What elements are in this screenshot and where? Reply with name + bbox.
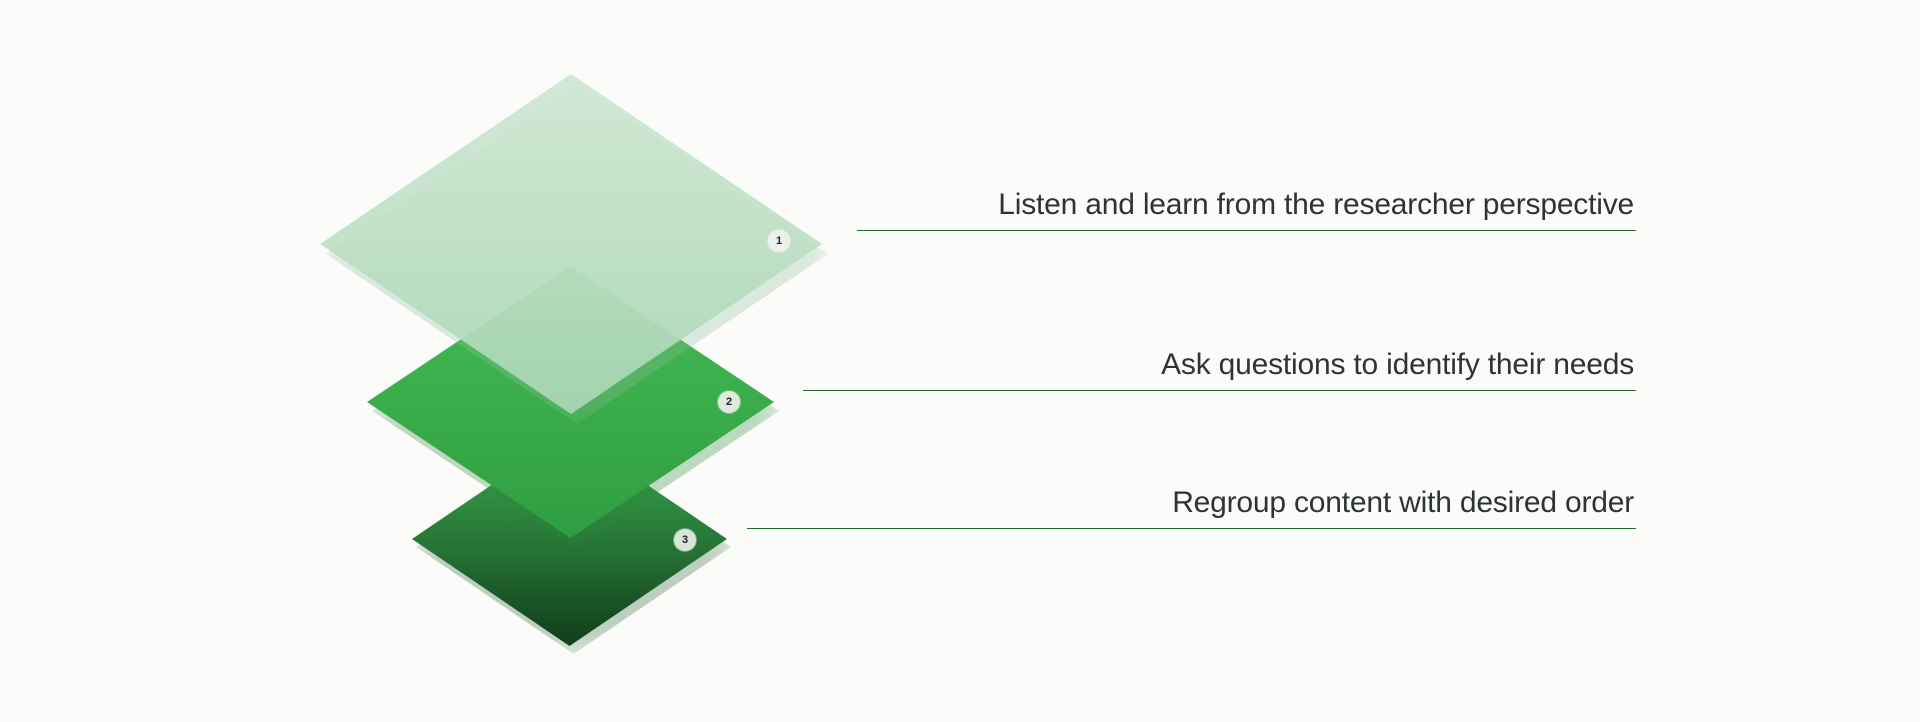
step-label-1: Listen and learn from the researcher per… [998, 188, 1634, 221]
step-number-badge-1[interactable]: 1 [768, 230, 790, 252]
step-label-2: Ask questions to identify their needs [1161, 348, 1634, 381]
step-underline-3 [747, 528, 1636, 529]
diamond-layer-1[interactable] [320, 74, 828, 424]
step-label-3: Regroup content with desired order [1172, 486, 1634, 519]
step-row-3: Regroup content with desired order [747, 486, 1636, 529]
step-underline-2 [803, 390, 1636, 391]
step-row-1: Listen and learn from the researcher per… [857, 188, 1636, 231]
step-number-badge-2[interactable]: 2 [718, 391, 740, 413]
step-row-2: Ask questions to identify their needs [803, 348, 1636, 391]
step-underline-1 [857, 230, 1636, 231]
diamond-layer-1-face [320, 74, 822, 414]
step-number-badge-3[interactable]: 3 [674, 529, 696, 551]
